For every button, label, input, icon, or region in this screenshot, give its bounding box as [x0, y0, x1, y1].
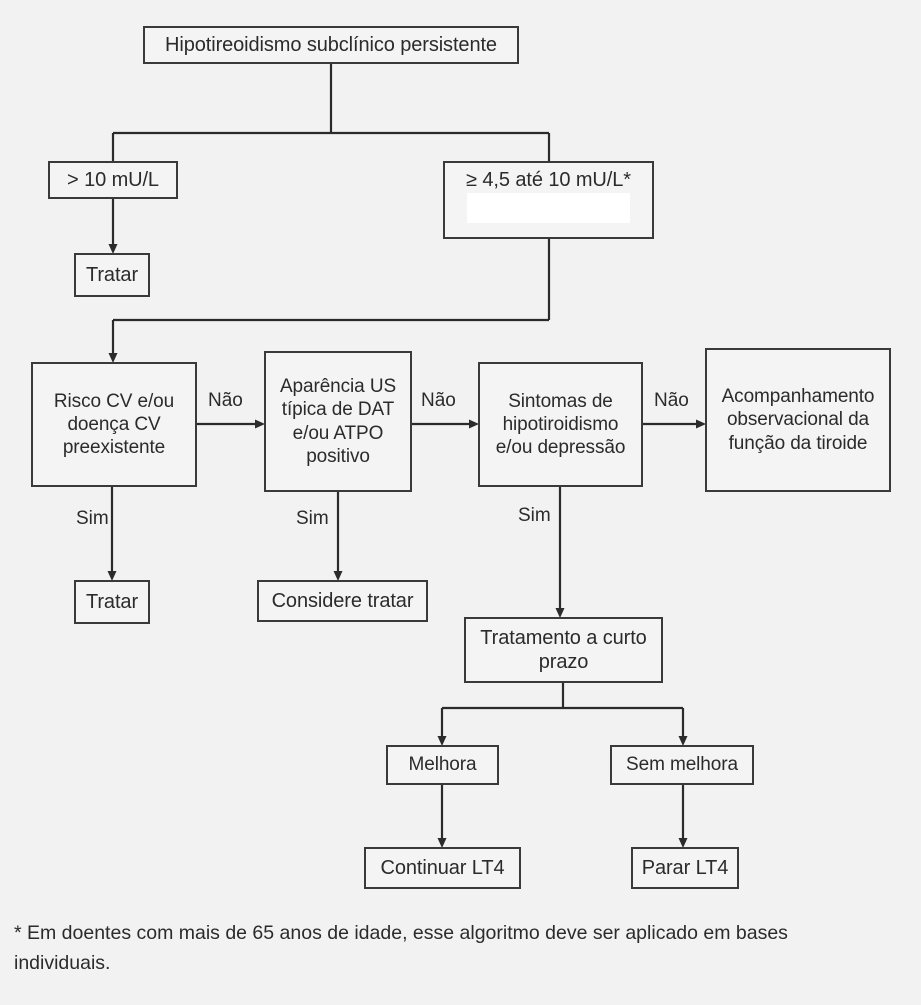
node-us-appearance: Aparência US típica de DAT e/ou ATPO pos… — [264, 351, 412, 492]
node-observation: Acompanhamento observacional da função d… — [705, 348, 891, 492]
node-continue-lt4: Continuar LT4 — [364, 847, 521, 889]
node-observation-label: Acompanhamento observacional da função d… — [721, 386, 875, 454]
edge-label-sim-3: Sim — [518, 505, 551, 526]
node-consider-treat-label: Considere tratar — [271, 589, 414, 612]
node-tsh-high: > 10 mU/L — [48, 161, 178, 199]
node-root-label: Hipotireoidismo subclínico persistente — [165, 33, 497, 56]
edge-label-sim-1: Sim — [76, 508, 109, 529]
edge-label-nao-1: Não — [208, 390, 243, 411]
node-risk-cv: Risco CV e/ou doença CV preexistente — [31, 362, 197, 487]
node-treat-risk-label: Tratar — [86, 590, 138, 613]
node-risk-cv-label: Risco CV e/ou doença CV preexistente — [53, 390, 175, 459]
node-improvement-label: Melhora — [408, 754, 477, 776]
node-stop-lt4-label: Parar LT4 — [641, 856, 729, 879]
node-stop-lt4: Parar LT4 — [631, 847, 739, 889]
node-treat-high: Tratar — [74, 253, 150, 297]
node-treat-risk: Tratar — [74, 580, 150, 624]
node-treat-high-label: Tratar — [86, 263, 138, 286]
footnote: * Em doentes com mais de 65 anos de idad… — [14, 922, 788, 975]
node-tsh-high-label: > 10 mU/L — [67, 168, 159, 191]
node-continue-lt4-label: Continuar LT4 — [380, 856, 505, 879]
node-short-term-treatment-label: Tratamento a curto prazo — [480, 626, 647, 673]
node-us-appearance-label: Aparência US típica de DAT e/ou ATPO pos… — [279, 376, 397, 467]
node-no-improvement-label: Sem melhora — [626, 754, 738, 776]
node-symptoms-label: Sintomas de hipotiroidismo e/ou depressã… — [495, 390, 626, 459]
node-improvement: Melhora — [386, 745, 499, 785]
node-symptoms: Sintomas de hipotiroidismo e/ou depressã… — [478, 362, 643, 487]
node-root: Hipotireoidismo subclínico persistente — [143, 26, 519, 64]
node-consider-treat: Considere tratar — [257, 580, 428, 622]
node-short-term-treatment: Tratamento a curto prazo — [464, 617, 663, 683]
edge-label-sim-2: Sim — [296, 508, 329, 529]
node-tsh-mid-label: ≥ 4,5 até 10 mU/L* — [466, 169, 631, 191]
edge-label-nao-2: Não — [421, 390, 456, 411]
edge-label-nao-3: Não — [654, 390, 689, 411]
node-no-improvement: Sem melhora — [610, 745, 754, 785]
redacted-text-overlay — [467, 193, 630, 223]
